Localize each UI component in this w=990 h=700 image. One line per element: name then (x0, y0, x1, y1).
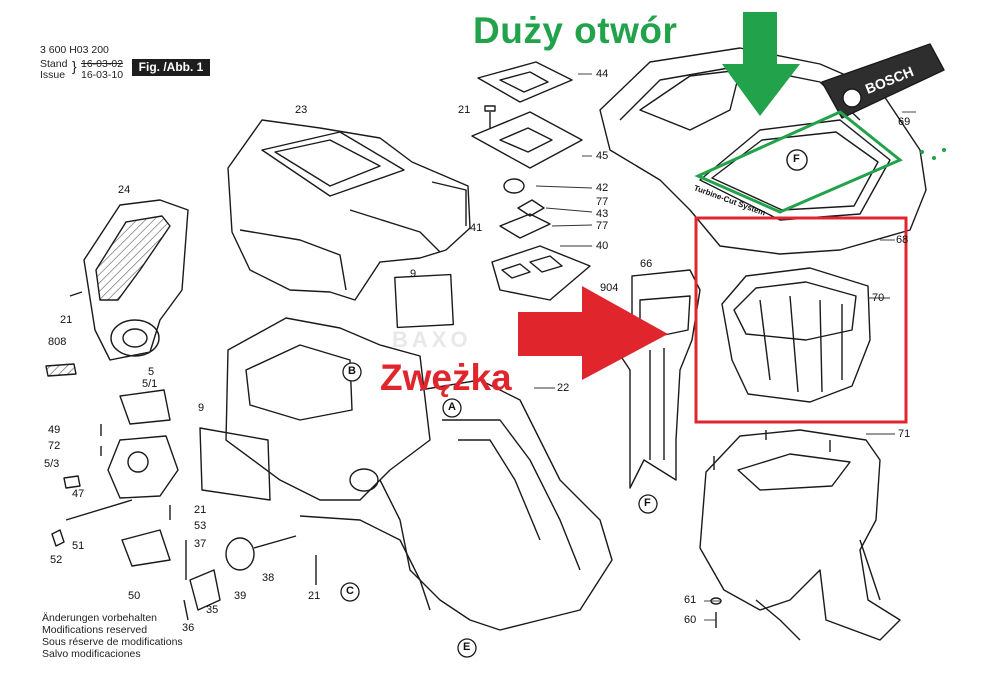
part-35 (189, 569, 221, 611)
callout-21-mid: 21 (194, 504, 207, 516)
part-47-bracket (107, 435, 179, 499)
callout-21-top: 21 (458, 104, 471, 116)
part-44 (477, 61, 573, 103)
green-arrow-down-icon (722, 12, 800, 116)
callout-44: 44 (596, 68, 609, 80)
callout-71: 71 (898, 428, 911, 440)
part-38 (253, 535, 297, 549)
part-70-basket (721, 267, 871, 403)
callout-45: 45 (596, 150, 609, 162)
part-51-rod (65, 499, 133, 521)
large-opening-annotation: Duży otwór (473, 10, 678, 51)
stand-label: Stand (40, 58, 68, 70)
callout-9-lower: 9 (198, 402, 205, 414)
section-markers (340, 149, 808, 658)
part-5-3 (63, 475, 81, 489)
main-housing (225, 317, 613, 631)
callout-61: 61 (684, 594, 697, 606)
callout-49: 49 (48, 424, 61, 436)
part-9-label-lower (199, 427, 271, 501)
callout-23: 23 (295, 104, 308, 116)
green-dots (920, 148, 946, 160)
switch-assembly (471, 61, 591, 301)
callout-21-left: 21 (60, 314, 73, 326)
callout-72: 72 (48, 440, 61, 452)
callout-808: 808 (48, 336, 67, 348)
issue-date: 16-03-10 (81, 69, 124, 81)
callout-52: 52 (50, 554, 63, 566)
note-es: Salvo modificaciones (42, 648, 141, 660)
callout-9-upper: 9 (410, 268, 417, 280)
callout-904: 904 (600, 282, 619, 294)
callout-69: 69 (898, 116, 911, 128)
part-52-spring (51, 529, 65, 547)
part-24-side-grille (83, 199, 189, 361)
callout-41: 41 (470, 222, 483, 234)
stand-date: 16-03-02 (81, 58, 124, 70)
section-marker-f-hopper: F (793, 153, 800, 165)
part-39 (225, 537, 255, 571)
note-de: Änderungen vorbehalten (42, 612, 158, 624)
callout-40: 40 (596, 240, 609, 252)
callout-50: 50 (128, 590, 141, 602)
callout-5: 5 (148, 366, 155, 378)
callout-47: 47 (72, 488, 85, 500)
red-arrow-right-icon (518, 286, 668, 380)
red-basket-highlight (694, 216, 908, 424)
part-45 (471, 111, 583, 169)
part-66-chute (617, 269, 701, 489)
green-opening-highlight (694, 110, 903, 214)
callout-42: 42 (596, 182, 609, 194)
callout-43: 43 (596, 208, 609, 220)
part-43 (517, 199, 545, 217)
callout-77-b: 77 (596, 220, 609, 232)
section-marker-c: C (346, 585, 354, 597)
part-50 (121, 529, 171, 567)
callout-66: 66 (640, 258, 653, 270)
fig-label: Fig. /Abb. 1 (132, 59, 210, 76)
note-fr: Sous réserve de modifications (42, 636, 183, 648)
callout-36: 36 (182, 622, 195, 634)
issue-label: Issue (40, 69, 66, 81)
note-en: Modifications reserved (42, 624, 148, 636)
callout-60: 60 (684, 614, 697, 626)
narrowing-annotation: Zwężka (380, 357, 512, 398)
callout-39: 39 (234, 590, 247, 602)
callout-24: 24 (118, 184, 131, 196)
part-23-top-cover (227, 119, 471, 301)
part-42 (503, 178, 525, 194)
callout-21-bottom: 21 (308, 590, 321, 602)
part-36 (183, 599, 189, 621)
callout-70: 70 (872, 292, 885, 304)
part-71-base-stand (699, 429, 901, 641)
callout-5-3: 5/3 (44, 458, 60, 470)
modification-notes: Änderungen vorbehalten Modifications res… (42, 612, 183, 660)
callout-37: 37 (194, 538, 207, 550)
callout-51: 51 (72, 540, 85, 552)
callout-35: 35 (206, 604, 219, 616)
section-marker-a: A (448, 401, 456, 413)
part-69-bosch-plate (821, 43, 945, 119)
callout-77-a: 77 (596, 196, 609, 208)
callout-53: 53 (194, 520, 207, 532)
part-9-label-upper (394, 273, 455, 329)
part-41 (499, 213, 551, 239)
callout-38: 38 (262, 572, 275, 584)
watermark: BAXO (392, 327, 472, 352)
part-5-plug (119, 389, 171, 425)
section-marker-e: E (463, 641, 471, 653)
callout-5-1: 5/1 (142, 378, 158, 390)
callout-68: 68 (896, 234, 909, 246)
section-marker-b: B (348, 365, 356, 377)
part-40 (491, 245, 591, 301)
part-808 (45, 363, 77, 377)
callout-22: 22 (557, 382, 570, 394)
section-marker-f-chute: F (644, 497, 651, 509)
doc-number: 3 600 H03 200 (40, 44, 109, 56)
